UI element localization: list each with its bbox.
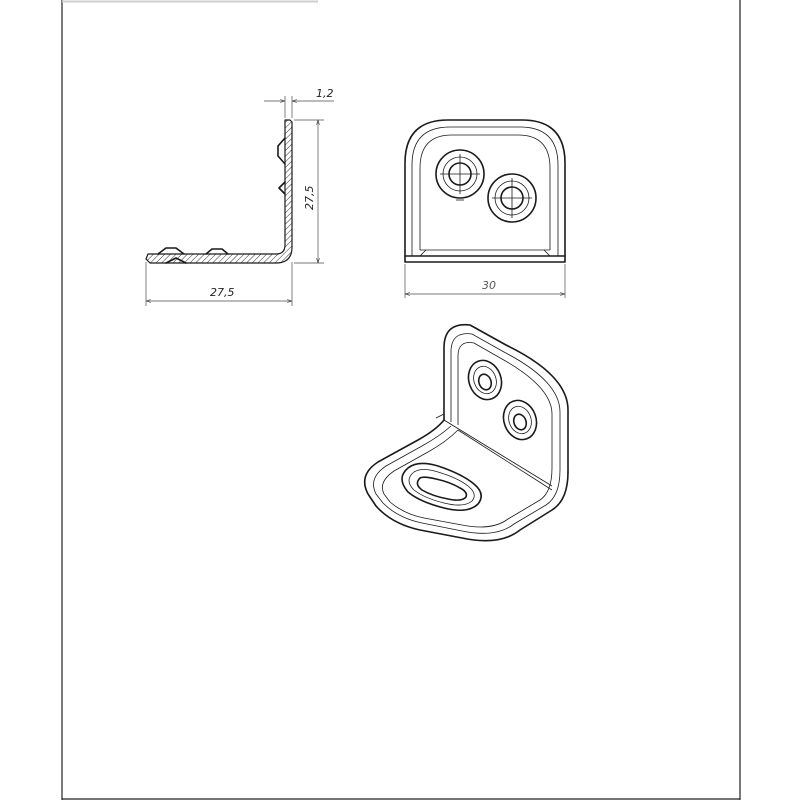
dimension-length: 27,5: [145, 262, 293, 306]
bolt-hole-upper: [435, 149, 485, 201]
iso-hole-lower: [502, 399, 538, 441]
dimension-thickness-label: 1,2: [316, 87, 334, 100]
dimension-height-label: 27,5: [303, 186, 316, 211]
sheet-frame: [61, 0, 741, 800]
front-view: [404, 119, 566, 263]
iso-slot: [401, 462, 482, 512]
side-section-view: [145, 119, 293, 264]
dimension-width: 30: [404, 264, 566, 298]
iso-hole-upper: [467, 359, 503, 401]
dimension-length-label: 27,5: [210, 286, 235, 299]
bolt-hole-lower: [487, 173, 537, 223]
isometric-view: [363, 323, 569, 542]
dimension-height: 27,5: [294, 119, 324, 264]
dimension-width-label: 30: [482, 279, 496, 292]
dimension-thickness: 1,2: [264, 87, 334, 118]
